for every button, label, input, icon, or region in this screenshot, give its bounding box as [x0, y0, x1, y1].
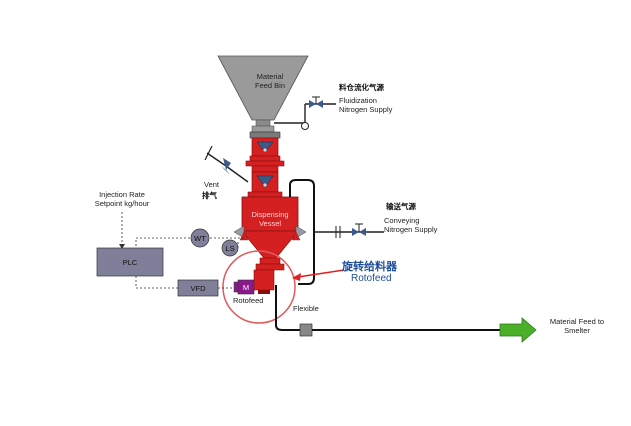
fluidization-cn-label: 料仓流化气源	[339, 83, 384, 92]
rotofeed-small-label: Rotofeed	[233, 296, 264, 305]
fluidization-valve-handle	[301, 122, 309, 130]
vent-cn-label: 排气	[202, 191, 217, 200]
vfd-box	[177, 279, 219, 297]
rotofeed-en-label: Rotofeed	[351, 273, 392, 284]
upper-flange	[249, 131, 281, 139]
plc-label: PLC	[122, 257, 138, 267]
motor-label: M	[242, 282, 250, 292]
conveying-valve-icon	[352, 228, 359, 236]
rotofeed-cn-label: 旋转给料器	[342, 260, 397, 273]
rotofeed-body	[253, 269, 275, 291]
flexible-label: Flexible	[293, 304, 319, 313]
flexible-joint	[299, 323, 313, 337]
vent-en-label: Vent	[204, 180, 220, 189]
ls-label: LS	[225, 243, 235, 253]
smelter-arrow-icon	[499, 317, 537, 343]
fluidization-valve-icon	[309, 100, 316, 108]
wt-instrument	[190, 228, 210, 248]
wt-label: WT	[194, 233, 206, 243]
conveying-cn-label: 输送气源	[386, 202, 416, 211]
vent-valve-icon	[223, 158, 231, 170]
rotofeed-highlight-circle	[222, 250, 296, 324]
ls-instrument	[221, 239, 239, 257]
callout-arrow-icon	[292, 273, 301, 281]
vfd-label: VFD	[190, 283, 206, 293]
lower-valve-icon	[256, 175, 274, 188]
bin-outlet-flange	[255, 119, 271, 127]
feed-bin	[217, 55, 309, 121]
plc-box	[96, 247, 164, 277]
upper-valve-icon	[256, 141, 274, 153]
bin-outlet-flange-lower	[251, 125, 275, 133]
